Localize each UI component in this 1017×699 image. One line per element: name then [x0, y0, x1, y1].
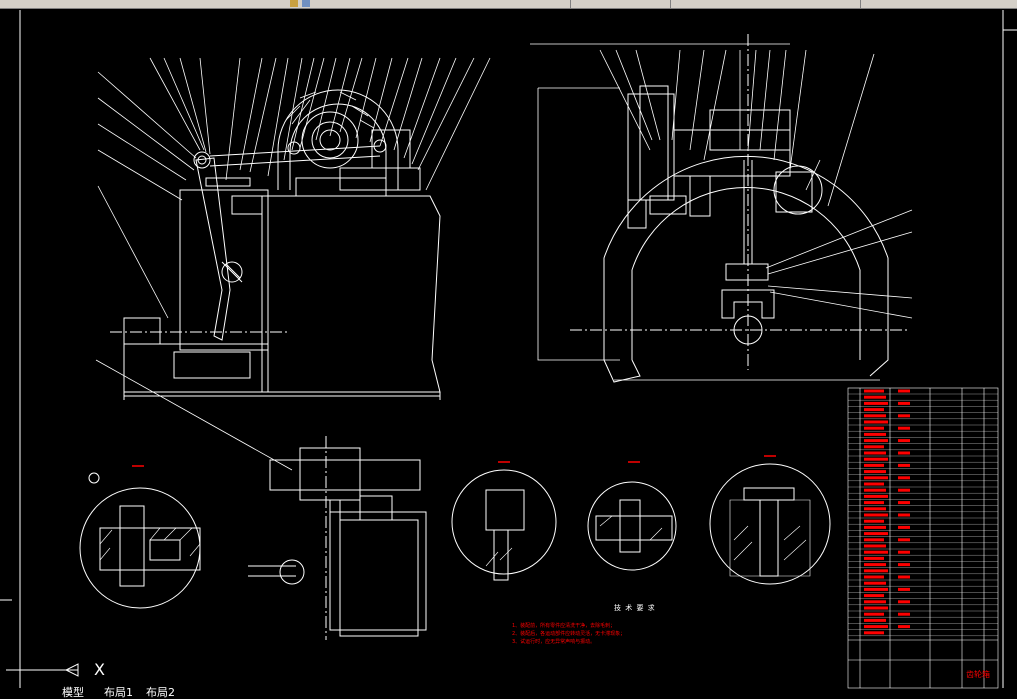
table-cell-mark [898, 414, 910, 418]
section-markers [132, 455, 776, 467]
detail-views [79, 436, 831, 640]
note-line: 3、试运行时，应无异常声响与振动。 [512, 639, 596, 645]
table-cell-mark [864, 408, 884, 412]
table-cell-mark [864, 631, 884, 635]
table-cell-mark [864, 575, 884, 579]
title-block-text: 齿轮箱 [966, 670, 990, 679]
table-cell-mark [864, 625, 888, 629]
table-cell-mark [864, 439, 888, 443]
toolbar-icon[interactable] [302, 0, 310, 7]
layout-tabs: 模型 布局1 布局2 [0, 686, 300, 699]
table-cell-mark [864, 581, 886, 585]
linetype-dropdown[interactable] [800, 0, 861, 8]
table-cell-mark [864, 494, 888, 498]
table-cell-mark [864, 594, 884, 598]
table-cell-mark [864, 476, 888, 480]
table-cell-mark [864, 426, 884, 430]
drawing-canvas[interactable] [0, 9, 1017, 689]
ucs-icon [6, 663, 79, 677]
table-cell-mark [864, 432, 886, 436]
table-cell-mark [864, 463, 884, 467]
parts-list-rows [848, 389, 998, 636]
table-cell-mark [864, 414, 886, 418]
table-cell-mark [864, 470, 886, 474]
table-cell-mark [864, 587, 888, 591]
table-cell-mark [864, 532, 888, 536]
table-cell-mark [898, 513, 910, 517]
table-cell-mark [898, 389, 910, 393]
note-line: 1、装配前，所有零件应清洗干净，去除毛刺； [512, 623, 616, 629]
table-cell-mark [864, 563, 886, 567]
table-cell-mark [864, 513, 888, 517]
table-cell-mark [898, 451, 910, 455]
table-cell-mark [864, 525, 886, 529]
table-cell-mark [864, 445, 884, 449]
table-cell-mark [864, 544, 886, 548]
table-cell-mark [898, 439, 910, 443]
table-cell-mark [864, 457, 888, 461]
table-cell-mark [898, 525, 910, 529]
table-cell-mark [864, 395, 886, 399]
toolbar-icon[interactable] [290, 0, 298, 7]
table-cell-mark [898, 587, 910, 591]
color-dropdown[interactable] [570, 0, 671, 8]
table-cell-mark [864, 618, 886, 622]
front-view [95, 57, 491, 471]
table-cell-mark [898, 538, 910, 542]
parts-list-table [847, 387, 999, 689]
table-cell-mark [898, 476, 910, 480]
table-cell-mark [864, 420, 888, 424]
table-cell-mark [864, 501, 884, 505]
note-line: 2、装配后，各运动部件应转动灵活，无卡滞现象； [512, 631, 626, 637]
table-cell-mark [864, 612, 884, 616]
top-toolbar [0, 0, 1017, 9]
notes-title: 技 术 要 求 [614, 604, 656, 612]
table-cell-mark [898, 625, 910, 629]
table-cell-mark [898, 463, 910, 467]
table-cell-mark [864, 569, 888, 573]
table-cell-mark [864, 451, 886, 455]
side-view [530, 34, 913, 383]
table-cell-mark [898, 426, 910, 430]
layer-dropdown[interactable] [340, 0, 571, 8]
table-cell-mark [864, 519, 884, 523]
table-cell-mark [864, 389, 884, 393]
table-cell-mark [864, 507, 886, 511]
tab-model[interactable]: 模型 [62, 686, 84, 699]
ucs-x-label: X [94, 660, 105, 679]
table-cell-mark [898, 550, 910, 554]
tab-layout1[interactable]: 布局1 [104, 686, 133, 699]
table-cell-mark [898, 401, 910, 405]
table-cell-mark [898, 612, 910, 616]
table-cell-mark [898, 563, 910, 567]
table-cell-mark [864, 606, 888, 610]
notes-block: 1、装配前，所有零件应清洗干净，去除毛刺； 2、装配后，各运动部件应转动灵活，无… [512, 622, 625, 646]
table-cell-mark [898, 600, 910, 604]
table-cell-mark [864, 550, 888, 554]
table-cell-mark [864, 488, 886, 492]
table-cell-mark [864, 600, 886, 604]
table-cell-mark [898, 488, 910, 492]
table-cell-mark [864, 538, 884, 542]
tab-layout2[interactable]: 布局2 [146, 686, 175, 699]
table-cell-mark [864, 401, 888, 405]
table-cell-mark [898, 501, 910, 505]
table-cell-mark [864, 556, 884, 560]
drawing-frame [0, 10, 1017, 688]
table-cell-mark [898, 575, 910, 579]
table-cell-mark [864, 482, 884, 486]
